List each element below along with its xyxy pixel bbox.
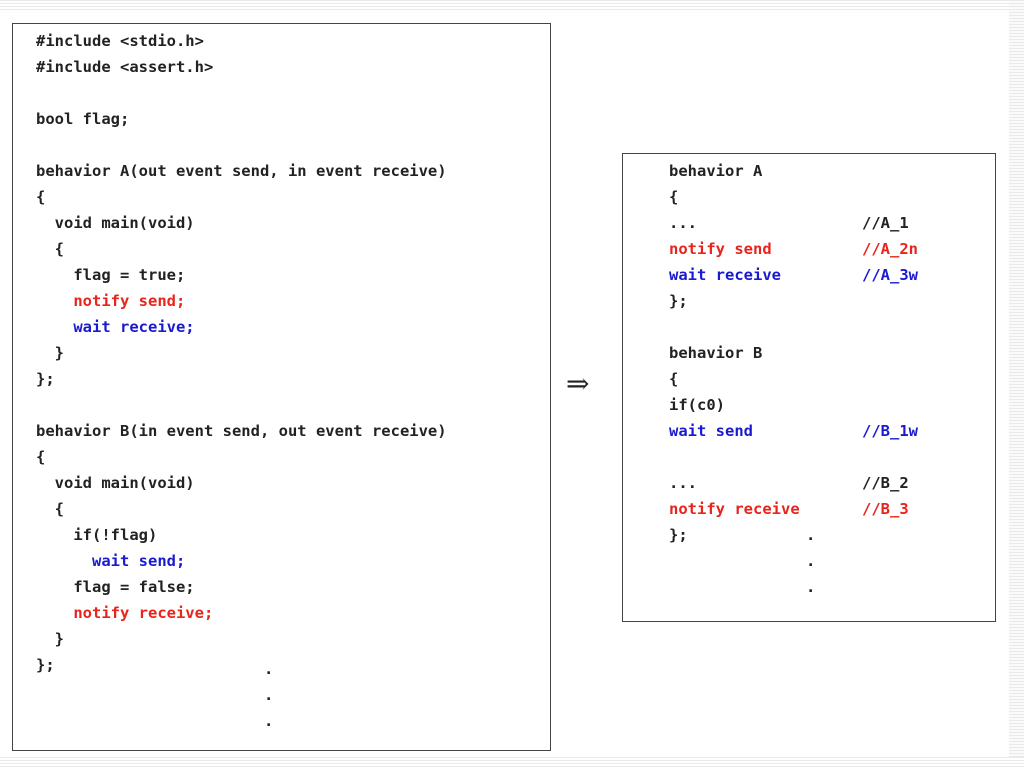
source-code-line: notify receive;	[36, 604, 214, 622]
model-code-comment: //A_2n	[862, 240, 918, 258]
source-code-line: behavior A(out event send, in event rece…	[36, 162, 447, 180]
source-code-line: flag = true;	[36, 266, 186, 284]
model-code-line: ...	[669, 214, 697, 232]
source-code-line: {	[36, 188, 46, 206]
source-code-line: if(!flag)	[36, 526, 158, 544]
model-code-line: notify receive	[669, 500, 800, 518]
source-code-line: }	[36, 344, 64, 362]
model-code-line: notify send	[669, 240, 772, 258]
source-code-line: };	[36, 656, 55, 674]
model-code-line: ...	[669, 474, 697, 492]
model-code-line: {	[669, 188, 679, 206]
model-code-line: if(c0)	[669, 396, 725, 414]
model-code-line: {	[669, 370, 679, 388]
source-code-line: behavior B(in event send, out event rece…	[36, 422, 447, 440]
source-code-line: wait send;	[36, 552, 186, 570]
ellipsis-dot: .	[806, 578, 816, 596]
ellipsis-dot: .	[264, 712, 274, 730]
model-code-line: behavior B	[669, 344, 763, 362]
source-code-line: notify send;	[36, 292, 186, 310]
transformation-arrow: ⇒	[566, 367, 590, 400]
bottom-stripe-decoration	[0, 757, 1024, 768]
source-code-line: #include <assert.h>	[36, 58, 214, 76]
model-code-comment: //A_1	[862, 214, 909, 232]
source-code-line: }	[36, 630, 64, 648]
model-code-line: behavior A	[669, 162, 763, 180]
ellipsis-dot: .	[806, 526, 816, 544]
model-code-comment: //B_2	[862, 474, 909, 492]
right-stripe-decoration	[1009, 0, 1024, 768]
ellipsis-dot: .	[806, 552, 816, 570]
source-code-line: flag = false;	[36, 578, 195, 596]
model-code-line: wait send	[669, 422, 753, 440]
abstract-model-box	[622, 153, 996, 622]
top-stripe-decoration	[0, 0, 1024, 11]
source-code-line: {	[36, 500, 64, 518]
source-code-line: {	[36, 240, 64, 258]
source-code-line: wait receive;	[36, 318, 195, 336]
model-code-line: };	[669, 526, 688, 544]
model-code-comment: //B_3	[862, 500, 909, 518]
model-code-line: };	[669, 292, 688, 310]
model-code-comment: //B_1w	[862, 422, 918, 440]
source-code-line: bool flag;	[36, 110, 130, 128]
source-code-line: void main(void)	[36, 474, 195, 492]
ellipsis-dot: .	[264, 686, 274, 704]
source-code-box	[12, 23, 551, 751]
source-code-line: {	[36, 448, 46, 466]
model-code-line: wait receive	[669, 266, 781, 284]
source-code-line: };	[36, 370, 55, 388]
source-code-line: #include <stdio.h>	[36, 32, 204, 50]
source-code-line: void main(void)	[36, 214, 195, 232]
model-code-comment: //A_3w	[862, 266, 918, 284]
ellipsis-dot: .	[264, 660, 274, 678]
